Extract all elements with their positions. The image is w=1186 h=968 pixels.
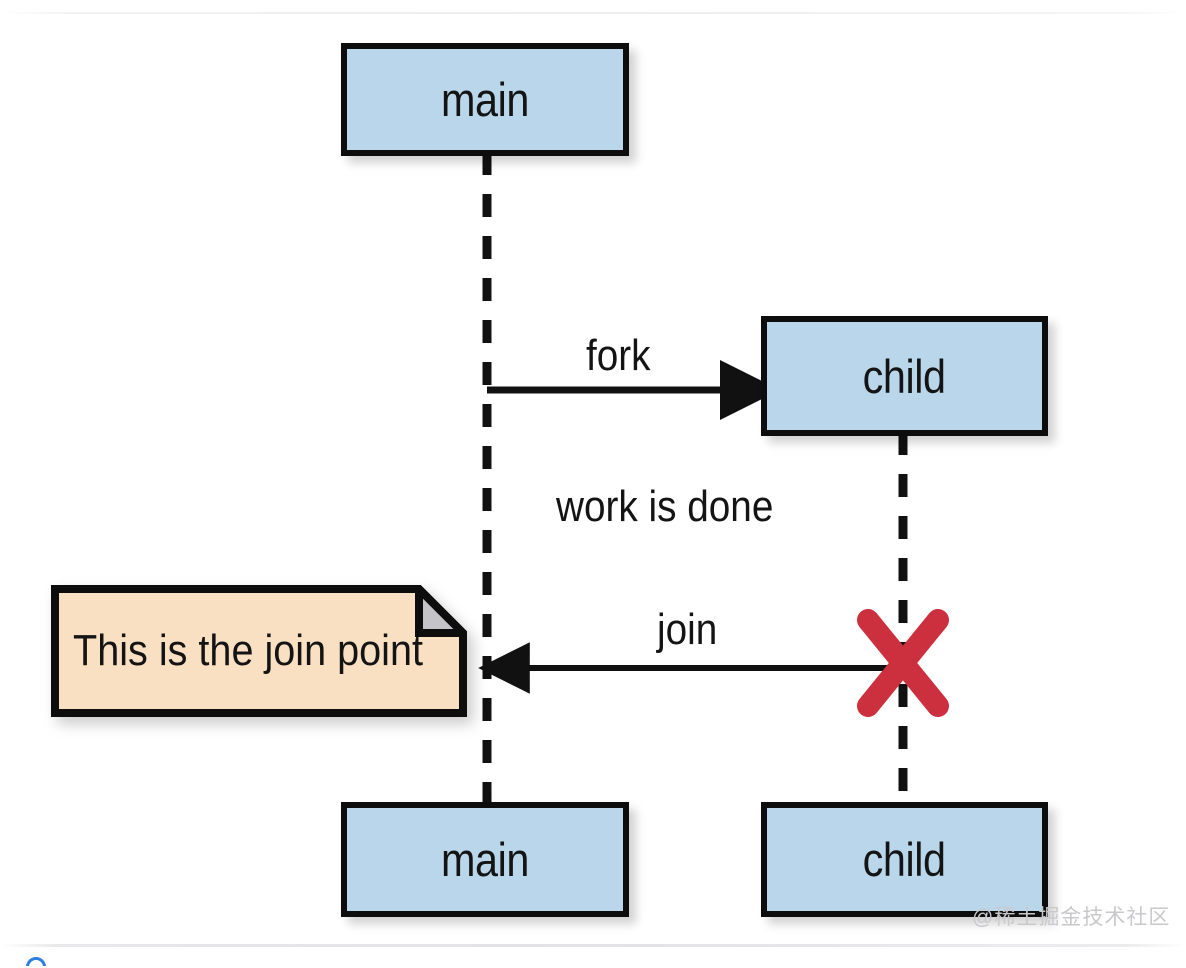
node-label: child	[863, 349, 946, 403]
node-child-top[interactable]: child	[761, 316, 1048, 436]
note-text: This is the join point	[73, 626, 423, 675]
page-top-edge	[0, 12, 1186, 14]
fork-message-label: fork	[586, 331, 651, 380]
scroll-indicator-arc[interactable]	[26, 957, 46, 966]
work-is-done-label: work is done	[556, 482, 774, 531]
join-message-label: join	[657, 605, 718, 654]
page-bottom-edge	[0, 944, 1186, 947]
node-label: child	[863, 833, 946, 886]
node-label: main	[441, 833, 529, 886]
note-shape	[51, 585, 467, 717]
join-point-note[interactable]: This is the join point	[51, 585, 467, 717]
node-main-bottom[interactable]: main	[341, 802, 629, 917]
node-child-bottom[interactable]: child	[761, 802, 1048, 917]
watermark: @稀土掘金技术社区	[972, 906, 1171, 929]
termination-x-icon	[857, 609, 949, 717]
node-label: main	[441, 73, 529, 126]
node-main-top[interactable]: main	[341, 43, 629, 156]
